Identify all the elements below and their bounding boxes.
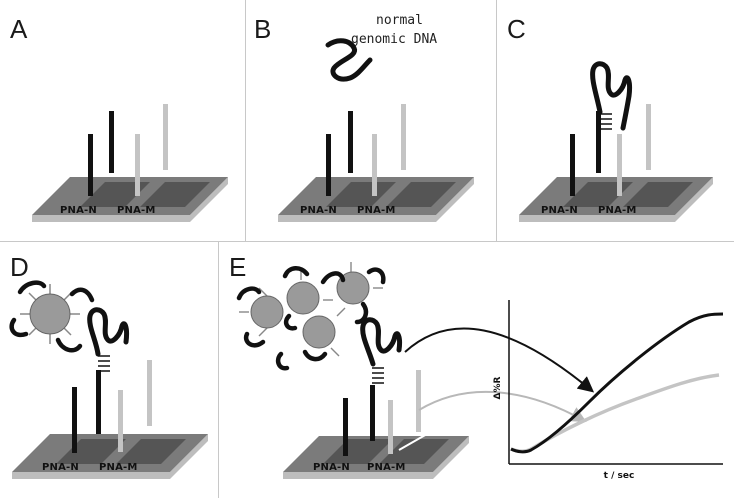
- chip-stripe-m: [379, 439, 449, 464]
- hybridization-rungs: [600, 113, 612, 130]
- arrow-grey-signal: [418, 390, 587, 422]
- chip-stripe-m: [623, 182, 693, 207]
- probe-m-1: [388, 400, 393, 454]
- panel-letter: A: [10, 14, 28, 44]
- probe-n-2: [370, 385, 375, 441]
- hybridized-dna-strand: [360, 317, 402, 367]
- probe-m-1: [118, 390, 123, 452]
- divider-vertical-top-1: [245, 0, 246, 241]
- probe-n-2: [596, 111, 601, 173]
- chip-label-n: PNA-N: [42, 462, 79, 473]
- probe-n-1: [326, 134, 331, 196]
- chip-stripe-m: [386, 182, 456, 207]
- reporter-strands: [9, 280, 95, 353]
- gold-nanoparticle: [302, 315, 336, 349]
- probe-n-1: [570, 134, 575, 196]
- chip-label-m: PNA-M: [598, 205, 637, 216]
- chip-stripe-n: [563, 182, 633, 207]
- chip-stripe-n: [56, 439, 126, 464]
- chip-side: [519, 177, 713, 222]
- chip-label-n: PNA-N: [300, 205, 337, 216]
- panel-c: C PNA-N PNA-M: [497, 0, 734, 241]
- gold-nanoparticle: [20, 284, 80, 344]
- divider-vertical-top-2: [496, 0, 497, 241]
- arrow-black-signal: [404, 327, 595, 393]
- chip-stripe-n: [323, 439, 393, 464]
- chip-stripe-m: [140, 182, 210, 207]
- panel-a: A PNA-N PNA-M: [0, 0, 245, 241]
- annotation-normal: normal: [376, 13, 423, 28]
- probe-n-2: [96, 370, 101, 434]
- hybridization-rungs: [372, 367, 384, 384]
- chip-illustration: [278, 38, 474, 222]
- probe-m-2: [646, 104, 651, 170]
- probe-n-1: [343, 398, 348, 456]
- hybridization-rungs: [98, 355, 110, 372]
- curve-black-pna-n: [510, 312, 724, 454]
- chip-side: [283, 436, 469, 479]
- panel-d: D: [0, 242, 218, 498]
- probe-m-2: [401, 104, 406, 170]
- chip-side: [12, 434, 208, 479]
- panel-b: B normal genomic DNA PNA-N PNA-M: [246, 0, 496, 241]
- graph-x-label: t / sec: [604, 471, 635, 481]
- graph-axes: [508, 300, 723, 465]
- chip-label-n: PNA-N: [60, 205, 97, 216]
- chip-label-n: PNA-N: [313, 462, 350, 473]
- annotation-genomic-dna: genomic DNA: [351, 32, 438, 47]
- graph-y-label: Δ%R: [493, 376, 503, 399]
- probe-m-1: [617, 134, 622, 196]
- chip-illustration: [32, 104, 228, 222]
- panel-e: E: [219, 242, 734, 498]
- chip-stripe-n: [326, 182, 396, 207]
- gold-nanoparticle: [250, 295, 284, 329]
- panel-letter: E: [229, 252, 247, 282]
- surface-highlight: [398, 433, 428, 451]
- hybridized-dna-strand: [590, 61, 632, 131]
- chip-label-m: PNA-M: [357, 205, 396, 216]
- probe-n-1: [72, 387, 77, 453]
- chip-label-n: PNA-N: [541, 205, 578, 216]
- probe-n-1: [88, 134, 93, 196]
- chip-stripe-m: [116, 439, 186, 464]
- panel-letter: C: [507, 14, 526, 44]
- probe-n-2: [109, 111, 114, 173]
- chip-label-m: PNA-M: [99, 462, 138, 473]
- probe-m-1: [372, 134, 377, 196]
- panel-letter: D: [10, 252, 29, 282]
- chip-illustration: [9, 280, 208, 479]
- chip-side: [32, 177, 228, 222]
- chip-label-m: PNA-M: [117, 205, 156, 216]
- panel-letter: B: [254, 14, 272, 44]
- chip-and-graph-illustration: Δ%R t / sec: [236, 262, 724, 481]
- chip-stripe-n: [80, 182, 150, 207]
- hybridized-dna-strand: [87, 307, 129, 357]
- genomic-dna-strand: [325, 38, 373, 82]
- probe-m-2: [163, 104, 168, 170]
- probe-m-2: [147, 360, 152, 426]
- gold-nanoparticle: [286, 281, 320, 315]
- probe-m-1: [135, 134, 140, 196]
- chip-label-m: PNA-M: [367, 462, 406, 473]
- probe-n-2: [348, 111, 353, 173]
- reporter-strands: [236, 266, 386, 371]
- divider-horizontal: [0, 241, 734, 242]
- probe-m-2: [416, 370, 421, 432]
- chip-side: [278, 177, 474, 222]
- curve-grey-pna-m: [510, 373, 720, 453]
- divider-vertical-bottom: [218, 241, 219, 498]
- chip-illustration: [519, 61, 713, 222]
